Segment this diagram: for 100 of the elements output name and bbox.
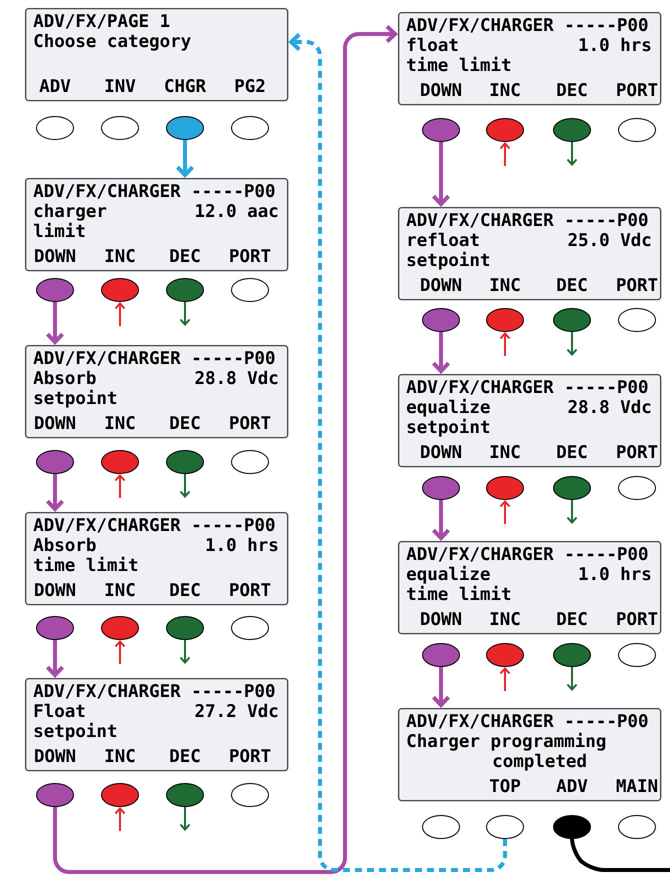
push-button bbox=[486, 815, 524, 839]
push-button bbox=[618, 476, 656, 500]
arrow bbox=[114, 302, 126, 326]
push-button bbox=[422, 476, 460, 500]
arrow bbox=[46, 474, 64, 512]
push-button bbox=[36, 450, 74, 474]
push-button bbox=[101, 783, 139, 807]
softkey-label: TOP bbox=[490, 779, 520, 792]
softkey-label: DEC bbox=[557, 612, 586, 626]
softkey-label: ADV bbox=[39, 79, 70, 92]
display-text: charger limit bbox=[34, 204, 106, 237]
arrow bbox=[176, 140, 194, 178]
push-button bbox=[166, 783, 204, 807]
push-button bbox=[422, 643, 460, 667]
push-button bbox=[422, 815, 460, 839]
display-text: 28.8 Vdc bbox=[568, 400, 650, 414]
display-text: 12.0 aac bbox=[196, 204, 278, 218]
softkey-label: INC bbox=[106, 749, 134, 762]
push-button bbox=[553, 308, 591, 332]
push-button bbox=[486, 118, 524, 142]
arrow bbox=[288, 33, 507, 872]
display-text: ADV/FX/CHARGER -----P00 bbox=[33, 518, 274, 533]
arrow bbox=[566, 667, 578, 691]
display-text: refloat setpoint bbox=[408, 232, 490, 270]
display-text: 1.0 hrs bbox=[206, 538, 278, 552]
display-text: Choose category bbox=[34, 34, 191, 51]
arrow bbox=[432, 667, 450, 708]
softkey-label: CHGR bbox=[165, 79, 206, 92]
push-button bbox=[618, 815, 656, 839]
lcd-screen bbox=[25, 678, 288, 772]
softkey-label: PORT bbox=[617, 83, 658, 96]
softkey-label: DEC bbox=[557, 278, 586, 292]
arrow bbox=[114, 807, 126, 831]
push-button bbox=[231, 450, 269, 474]
softkey-label: MAIN bbox=[616, 779, 658, 792]
softkey-label: DOWN bbox=[35, 583, 76, 596]
display-text: 1.0 hrs bbox=[580, 38, 650, 52]
lcd-screen bbox=[398, 207, 662, 300]
arrow bbox=[500, 142, 510, 166]
push-button bbox=[231, 278, 269, 302]
softkey-label: DEC bbox=[170, 249, 200, 262]
push-button bbox=[166, 278, 204, 302]
softkey-label: INC bbox=[490, 83, 520, 96]
arrow bbox=[500, 332, 510, 356]
softkey-label: INC bbox=[490, 612, 520, 626]
softkey-label: INC bbox=[106, 249, 134, 262]
push-button bbox=[36, 616, 74, 640]
push-button bbox=[422, 118, 460, 142]
arrow bbox=[46, 302, 64, 345]
display-text: Float setpoint bbox=[34, 704, 116, 741]
arrow bbox=[53, 25, 398, 874]
push-button bbox=[166, 616, 204, 640]
arrow bbox=[566, 332, 578, 356]
push-button bbox=[553, 118, 591, 142]
arrow bbox=[432, 142, 450, 207]
softkey-label: DEC bbox=[170, 583, 200, 596]
display-text: equalize setpoint bbox=[407, 398, 490, 437]
arrow bbox=[500, 667, 510, 691]
arrow bbox=[566, 142, 578, 166]
arrow bbox=[180, 807, 190, 831]
softkey-label: DOWN bbox=[421, 83, 462, 96]
softkey-label: DOWN bbox=[421, 278, 462, 292]
softkey-label: DOWN bbox=[35, 749, 76, 762]
arrow bbox=[432, 332, 450, 374]
push-button bbox=[101, 450, 139, 474]
lcd-screen bbox=[25, 8, 288, 102]
softkey-label: DOWN bbox=[421, 612, 462, 626]
lcd-screen bbox=[398, 708, 662, 802]
arrow bbox=[180, 640, 190, 664]
lcd-screen bbox=[25, 512, 288, 606]
softkey-label: DOWN bbox=[35, 249, 76, 262]
lcd-screen bbox=[25, 345, 288, 438]
softkey-label: PORT bbox=[230, 249, 270, 262]
display-text: ADV/FX/PAGE 1 bbox=[33, 14, 170, 29]
display-text: equalize time limit bbox=[407, 566, 510, 600]
push-button bbox=[231, 783, 269, 807]
softkey-label: ADV bbox=[556, 779, 588, 792]
softkey-label: INC bbox=[106, 416, 134, 430]
display-text: ADV/FX/CHARGER -----P00 bbox=[33, 184, 274, 199]
arrow bbox=[114, 640, 126, 664]
softkey-label: PORT bbox=[230, 416, 270, 430]
softkey-label: DEC bbox=[557, 83, 586, 96]
display-text: ADV/FX/CHARGER -----P00 bbox=[406, 380, 648, 395]
push-button bbox=[36, 783, 74, 807]
display-text: ADV/FX/CHARGER -----P00 bbox=[33, 351, 274, 366]
push-button bbox=[618, 643, 656, 667]
softkey-label: PORT bbox=[230, 749, 270, 762]
softkey-label: DEC bbox=[557, 445, 586, 458]
display-text: ADV/FX/CHARGER -----P00 bbox=[33, 684, 274, 699]
softkey-label: DOWN bbox=[35, 416, 76, 430]
display-text: Absorb setpoint bbox=[33, 370, 116, 408]
push-button bbox=[422, 308, 460, 332]
push-button bbox=[486, 643, 524, 667]
display-text: 28.8 Vdc bbox=[196, 370, 278, 384]
softkey-label: INC bbox=[490, 445, 520, 458]
display-text: 27.2 Vdc bbox=[196, 704, 278, 718]
push-button bbox=[166, 450, 204, 474]
connector-line bbox=[570, 836, 670, 872]
softkey-label: DEC bbox=[170, 749, 200, 762]
push-button bbox=[486, 308, 524, 332]
